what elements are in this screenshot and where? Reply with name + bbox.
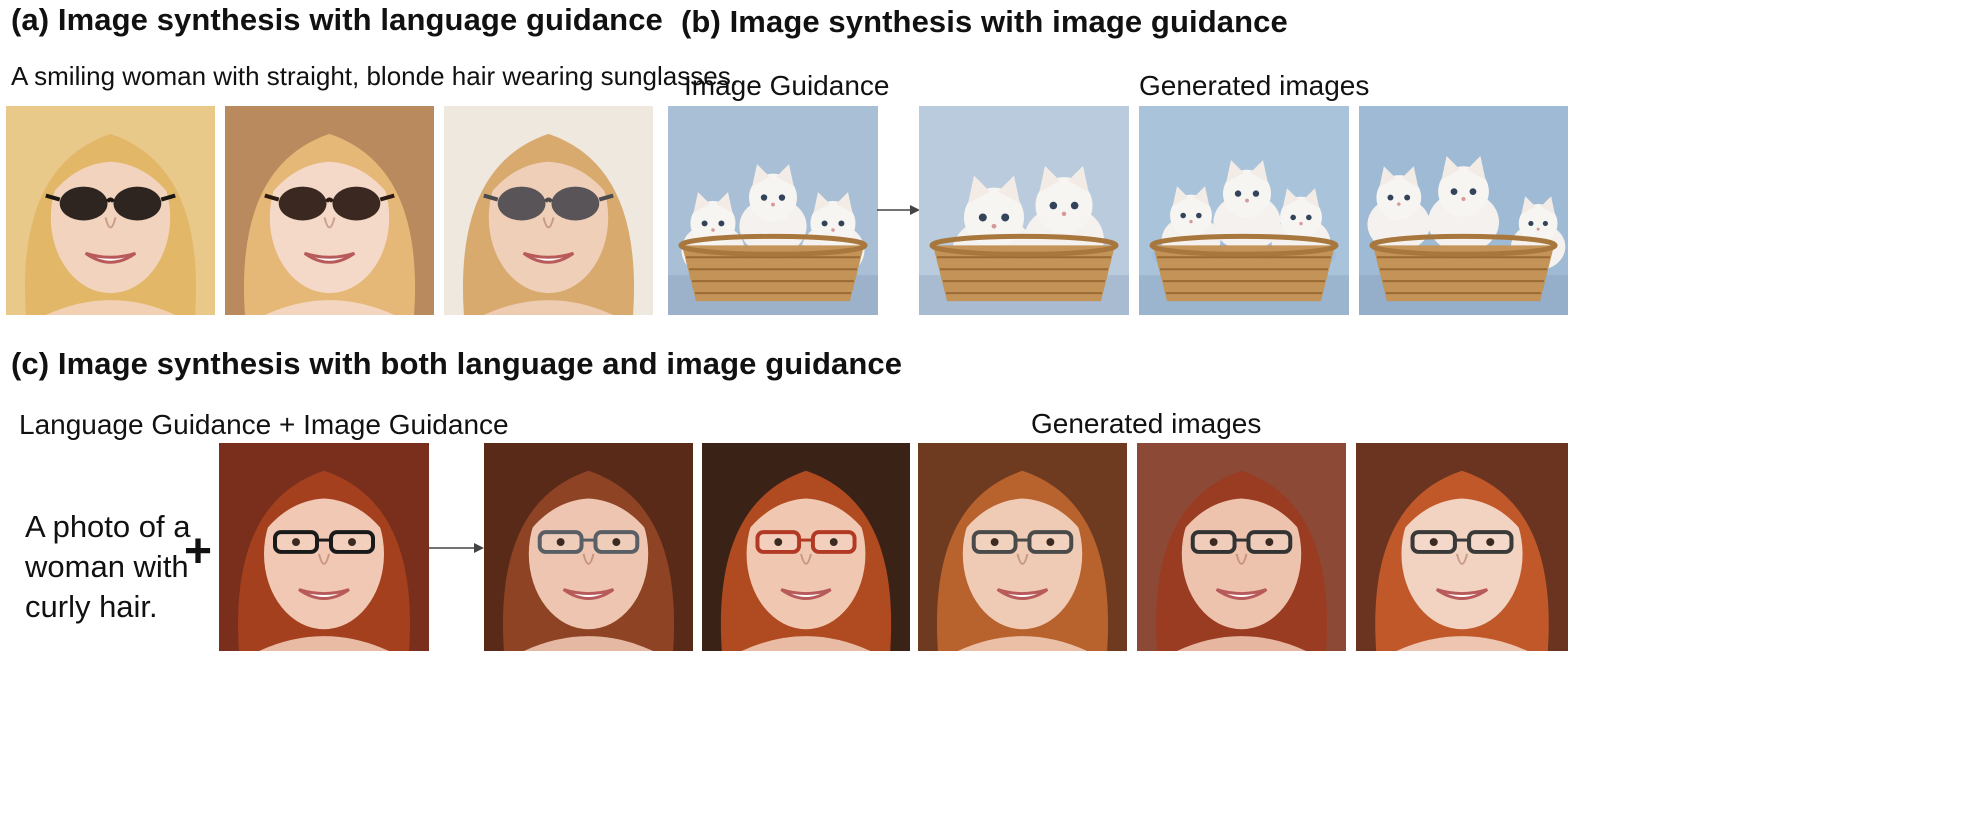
panel-a-title: (a) Image synthesis with language guidan… — [11, 2, 663, 37]
panel-c-title: (c) Image synthesis with both language a… — [11, 346, 903, 381]
panel-b-generated-image-3 — [1359, 106, 1568, 315]
panel-c-prompt-line-2: woman with — [25, 549, 189, 584]
panel-c-generated-image-1 — [484, 443, 693, 651]
panel-b-generated-image-1 — [919, 106, 1129, 315]
panel-c-arrow — [429, 541, 485, 555]
panel-c-guidance-label: Language Guidance + Image Guidance — [19, 409, 509, 440]
plus-sign: + — [184, 525, 213, 578]
panel-c-prompt-line-1: A photo of a — [25, 509, 191, 544]
panel-c-guidance-image — [219, 443, 429, 651]
panel-a-image-3 — [444, 106, 653, 315]
panel-a-prompt: A smiling woman with straight, blonde ha… — [11, 61, 738, 91]
panel-a-image-2 — [225, 106, 434, 315]
panel-c-generated-image-3 — [918, 443, 1127, 651]
panel-b-guidance-image — [668, 106, 878, 315]
panel-b-arrow — [877, 203, 921, 217]
panel-a-image-1 — [6, 106, 215, 315]
panel-c-generated-image-5 — [1356, 443, 1568, 651]
panel-b-generated-label: Generated images — [1139, 70, 1370, 101]
panel-b-guidance-label: Image Guidance — [684, 70, 890, 101]
panel-c-prompt: A photo of a woman with curly hair. — [25, 507, 190, 627]
panel-c-generated-label: Generated images — [1031, 408, 1262, 439]
panel-b-title: (b) Image synthesis with image guidance — [681, 4, 1288, 39]
panel-c-prompt-line-3: curly hair. — [25, 589, 158, 624]
panel-c-generated-image-4 — [1137, 443, 1346, 651]
panel-b-generated-image-2 — [1139, 106, 1349, 315]
panel-c-generated-image-2 — [702, 443, 910, 651]
